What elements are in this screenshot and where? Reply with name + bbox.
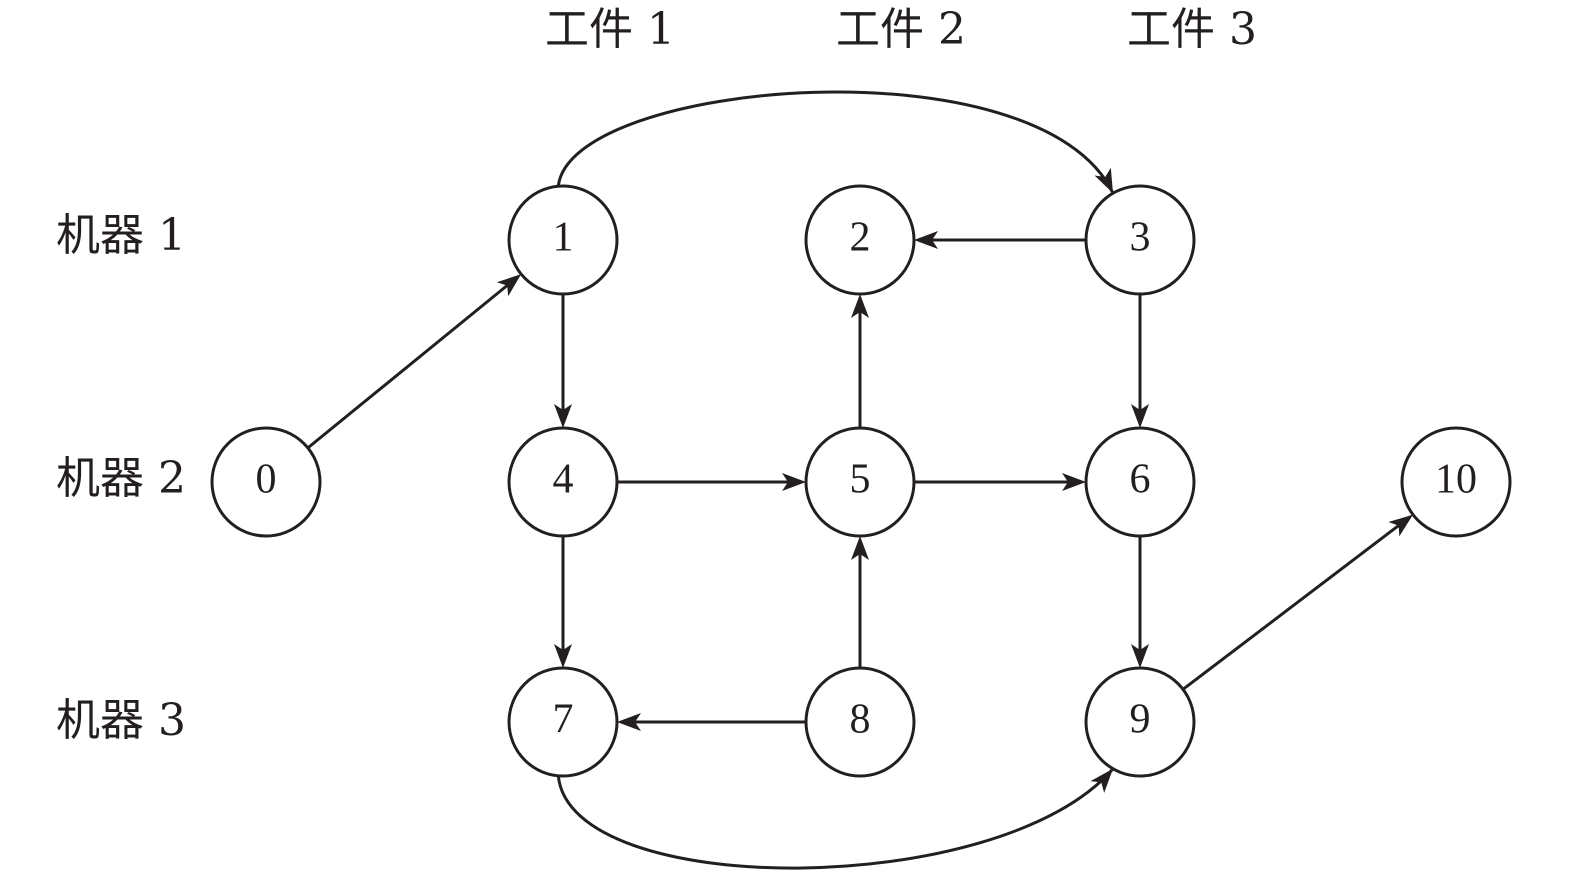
edge-7-to-9 [556,767,1115,870]
node-circle-2 [804,184,916,296]
node-10: 10 [1400,426,1512,538]
arrowhead-4-to-7 [554,644,572,668]
node-3: 3 [1084,184,1196,296]
edge-1-to-3 [556,90,1115,194]
edge-8-to-5 [851,536,869,668]
arrowhead-8-to-7 [617,713,641,731]
arrowhead-1-to-3 [1094,167,1113,194]
node-circle-3 [1084,184,1196,296]
node-circle-7 [507,666,619,778]
node-circle-8 [804,666,916,778]
edge-0-to-1 [306,274,522,450]
edge-8-to-7 [617,713,806,731]
node-label-3: 3 [1130,215,1151,261]
node-4: 4 [507,426,619,538]
node-8: 8 [804,666,916,778]
node-label-10: 10 [1435,457,1477,503]
edge-line-1-to-3 [556,90,1115,194]
node-circle-1 [507,184,619,296]
edge-4-to-5 [617,473,806,491]
column-label-job-1: 工件 1 [545,4,675,55]
node-label-0: 0 [256,457,277,503]
arrowhead-5-to-2 [851,294,869,318]
nodes-layer: 0 1 2 3 4 5 6 7 8 9 10 [210,184,1512,778]
edge-6-to-9 [1131,536,1149,668]
arrowhead-5-to-6 [1062,473,1086,491]
node-circle-4 [507,426,619,538]
arrowhead-9-to-10 [1388,514,1413,537]
edge-line-0-to-1 [306,278,516,450]
arrowhead-3-to-6 [1131,404,1149,428]
node-label-9: 9 [1130,697,1151,743]
row-label-machine-1: 机器 1 [56,210,186,261]
node-2: 2 [804,184,916,296]
node-1: 1 [507,184,619,296]
arrowhead-6-to-9 [1131,644,1149,668]
edge-line-9-to-10 [1182,518,1408,691]
edge-5-to-6 [914,473,1086,491]
edge-4-to-7 [554,536,572,668]
node-circle-9 [1084,666,1196,778]
edge-3-to-6 [1131,294,1149,428]
node-label-8: 8 [850,697,871,743]
node-6: 6 [1084,426,1196,538]
edge-9-to-10 [1182,514,1413,691]
node-label-6: 6 [1130,457,1151,503]
column-label-job-2: 工件 2 [836,4,966,55]
node-label-7: 7 [553,697,574,743]
arrowhead-1-to-4 [554,404,572,428]
edge-3-to-2 [914,231,1086,249]
row-label-machine-3: 机器 3 [56,695,186,746]
node-circle-0 [210,426,322,538]
node-label-5: 5 [850,457,871,503]
node-circle-6 [1084,426,1196,538]
arrowhead-8-to-5 [851,536,869,560]
column-label-job-3: 工件 3 [1127,4,1257,55]
node-5: 5 [804,426,916,538]
node-circle-5 [804,426,916,538]
edge-5-to-2 [851,294,869,428]
node-9: 9 [1084,666,1196,778]
node-circle-10 [1400,426,1512,538]
node-0: 0 [210,426,322,538]
node-label-1: 1 [553,215,574,261]
row-label-machine-2: 机器 2 [56,453,186,504]
node-label-2: 2 [850,215,871,261]
arrowhead-0-to-1 [496,274,522,297]
edges-layer [306,90,1413,870]
arrowhead-4-to-5 [782,473,806,491]
edge-line-7-to-9 [556,767,1115,870]
node-label-4: 4 [553,457,574,503]
arrowhead-7-to-9 [1090,768,1113,793]
edge-1-to-4 [554,294,572,428]
node-7: 7 [507,666,619,778]
arrowhead-3-to-2 [914,231,938,249]
